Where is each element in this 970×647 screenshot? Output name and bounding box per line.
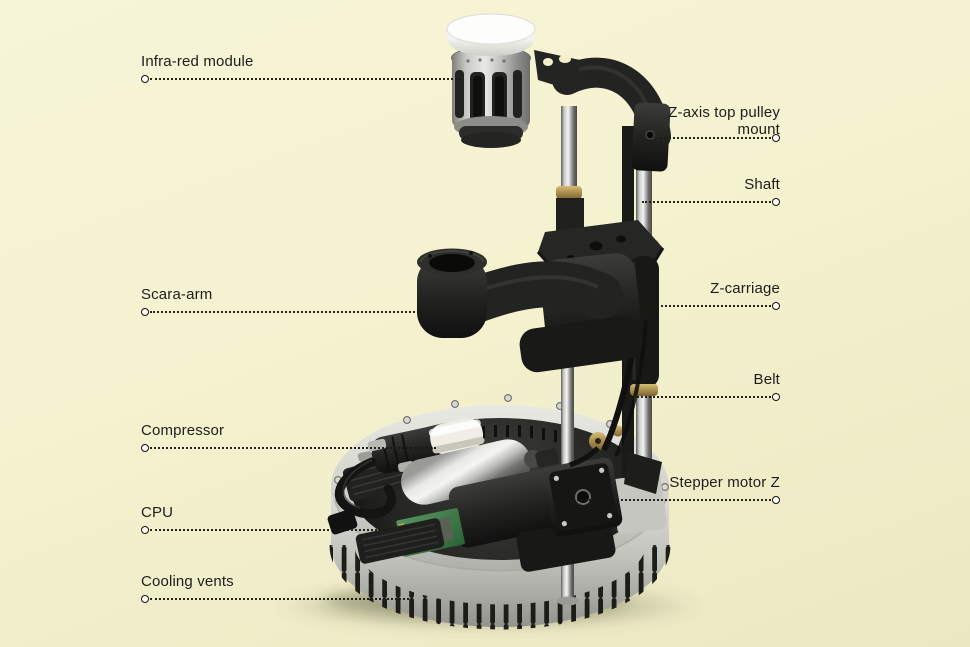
- electronics-box-front: [516, 518, 616, 572]
- callout-leader: [659, 134, 780, 142]
- callout-leader: [639, 302, 780, 310]
- callout-endpoint-dot-icon: [141, 308, 149, 316]
- callout-endpoint-dot-icon: [772, 198, 780, 206]
- z-axis-top-pulley-mount: [631, 102, 671, 172]
- callout-leader-line: [640, 305, 771, 307]
- callout-leader: [641, 198, 780, 206]
- callout-leader: [141, 595, 410, 603]
- callout-label: Stepper motor Z: [669, 474, 780, 491]
- callout-label: Z-axis top pulley mount: [668, 104, 780, 138]
- callout-leader-line: [150, 78, 461, 80]
- callout-leader: [567, 496, 780, 504]
- arm-link: [453, 261, 623, 323]
- infra-red-module: [446, 13, 536, 148]
- cooling-vents: [329, 544, 671, 630]
- callout-endpoint-dot-icon: [772, 393, 780, 401]
- callout-endpoint-dot-icon: [141, 526, 149, 534]
- arm-lower-block: [519, 315, 643, 373]
- callout-label: Belt: [753, 371, 780, 388]
- scara-arm: [417, 248, 643, 373]
- callout-leader-line: [150, 529, 389, 531]
- callout-leader-line: [150, 447, 436, 449]
- callout-leader-line: [660, 137, 771, 139]
- heatsink-block-front: [355, 518, 445, 564]
- callout-leader: [141, 526, 390, 534]
- callout-leader-line: [150, 598, 409, 600]
- callout-leader-line: [632, 396, 771, 398]
- shaft-foot-bracket: [624, 452, 662, 494]
- ir-base-drum: [459, 126, 523, 148]
- callout-endpoint-dot-icon: [141, 444, 149, 452]
- callout-label: Compressor: [141, 422, 225, 439]
- shaft-left: [561, 106, 577, 196]
- callout-label: Scara-arm: [141, 286, 213, 303]
- gas-canister: [401, 439, 559, 505]
- callout-leader: [631, 393, 780, 401]
- callout-label: Shaft: [744, 176, 780, 193]
- callout-endpoint-dot-icon: [141, 75, 149, 83]
- callout-endpoint-dot-icon: [772, 134, 780, 142]
- callout-endpoint-dot-icon: [141, 595, 149, 603]
- callout-leader-line: [150, 311, 422, 313]
- callout-endpoint-dot-icon: [772, 302, 780, 310]
- ir-cap: [446, 13, 536, 56]
- base-components: [327, 418, 667, 572]
- callout-endpoint-dot-icon: [772, 496, 780, 504]
- callout-leader-line: [568, 499, 771, 501]
- callout-leader: [141, 75, 462, 83]
- callout-label: CPU: [141, 504, 174, 521]
- callout-label: Z-carriage: [710, 280, 780, 297]
- top-bracket: [534, 50, 580, 92]
- bushing-left: [556, 186, 582, 199]
- callout-label: Cooling vents: [141, 573, 234, 590]
- callout-leader: [141, 444, 437, 452]
- compressor-cylinder: [428, 418, 485, 455]
- ir-vent-dots: [466, 58, 506, 63]
- callout-leader: [141, 308, 423, 316]
- callout-label: Infra-red module: [141, 53, 254, 70]
- side-port: [327, 509, 358, 535]
- arm-cup: [417, 248, 487, 338]
- callout-leader-line: [642, 201, 771, 203]
